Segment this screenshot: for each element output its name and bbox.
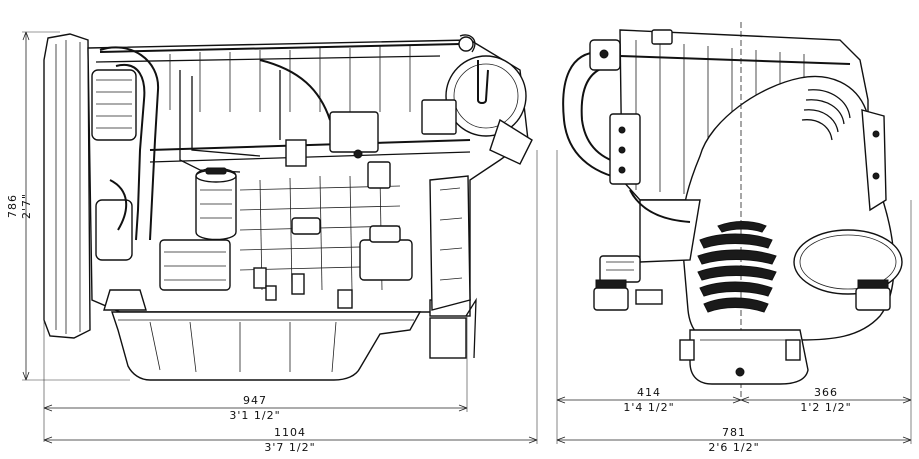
engine-front-view (562, 22, 903, 400)
height-mm-label: 786 (6, 194, 19, 218)
height-dimension: 786 2'7" (6, 31, 130, 381)
front-414-imperial-label: 1'4 1/2" (623, 401, 674, 414)
side-1104-mm-label: 1104 (274, 426, 306, 439)
height-imperial-label: 2'7" (20, 193, 33, 219)
side-length-947-dimension: 947 3'1 1/2" (43, 300, 468, 442)
front-width-dimension: 781 2'6 1/2" (556, 426, 912, 454)
front-781-imperial-label: 2'6 1/2" (708, 441, 759, 454)
front-781-mm-label: 781 (722, 426, 746, 439)
side-1104-imperial-label: 3'7 1/2" (264, 441, 315, 454)
side-947-mm-label: 947 (243, 394, 267, 407)
side-length-1104-dimension: 1104 3'7 1/2" (43, 150, 538, 454)
front-366-mm-label: 366 (814, 386, 838, 399)
front-414-mm-label: 414 (637, 386, 661, 399)
side-947-imperial-label: 3'1 1/2" (229, 409, 280, 422)
front-split-dimension: 414 1'4 1/2" 366 1'2 1/2" (556, 150, 912, 444)
front-366-imperial-label: 1'2 1/2" (800, 401, 851, 414)
engine-side-view (43, 33, 533, 381)
